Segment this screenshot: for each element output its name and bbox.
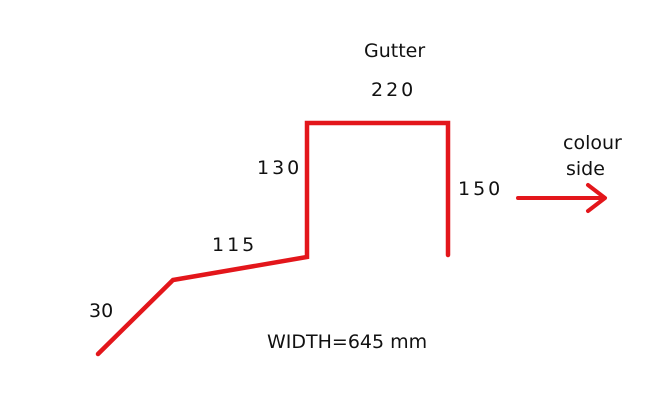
arrow-right-icon (516, 183, 607, 213)
dimension-lip: 30 (89, 300, 114, 322)
dimension-slope: 115 (212, 234, 258, 256)
width-note: WIDTH=645 mm (267, 331, 428, 353)
gutter-profile-line (95, 120, 451, 357)
diagram-title: Gutter (364, 40, 426, 62)
dimension-left-side: 130 (257, 157, 303, 179)
colour-side-label-line1: colour (563, 132, 622, 154)
dimension-top: 220 (371, 79, 417, 101)
colour-side-label-line2: side (566, 158, 605, 180)
dimension-right-side: 150 (458, 178, 504, 200)
